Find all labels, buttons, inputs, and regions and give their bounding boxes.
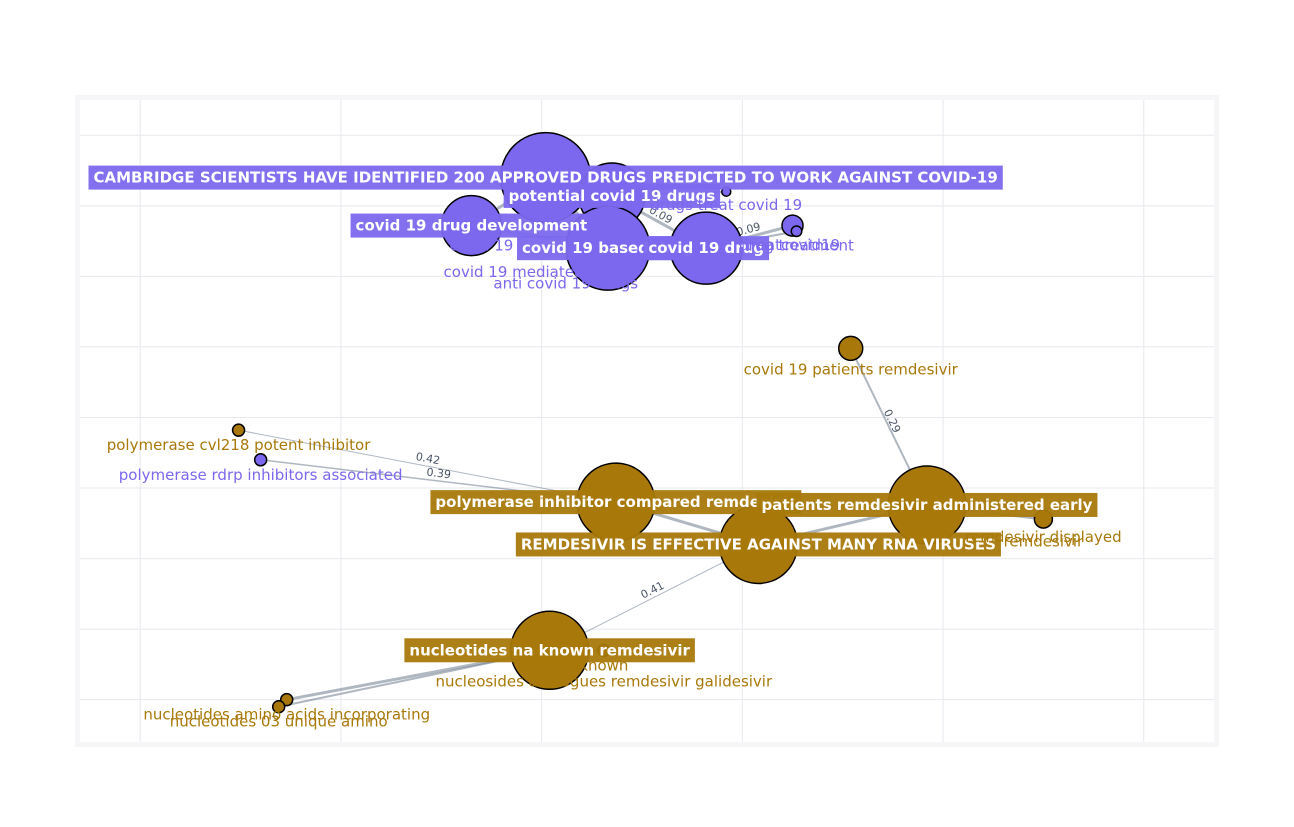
graph-node[interactable] [271, 699, 286, 714]
node-box-label: covid 19 drug [648, 239, 764, 257]
node-text-label: anti covid 19 drugs [493, 274, 638, 292]
node-label-background [515, 532, 1001, 557]
node-text-label: remdesivir displayed [965, 528, 1121, 546]
node-box-label: REMDESIVIR IS EFFECTIVE AGAINST MANY RNA… [521, 535, 996, 553]
edge-weight-label: 0.09 [735, 220, 762, 239]
node-box-label: polymerase inhibitor compared remdesivir [435, 493, 797, 511]
graph-node[interactable] [790, 225, 803, 238]
node-text-label: drugs treat covid 19 [650, 196, 802, 214]
node-label-background [350, 213, 593, 238]
graph-node[interactable] [231, 423, 246, 437]
node-label-background [503, 183, 721, 208]
node-text-label: covid 19 mediated [444, 263, 584, 281]
graph-node[interactable] [837, 335, 864, 362]
node-text-label: covid 19 patients remdesivir [744, 360, 959, 378]
node-label-background [643, 236, 770, 261]
node-label-background [430, 490, 802, 515]
node-text-label: covid 19 [449, 236, 513, 254]
node-label-background [756, 492, 1098, 517]
node-text-label: remdesivir [1004, 533, 1084, 551]
node-text-label: treatcovid19 [745, 236, 840, 254]
node-text-label: nucleotides amino acids incorporating [143, 706, 430, 724]
node-text-label: known [579, 656, 628, 674]
node-box-label: patients remdesivir administered early [762, 496, 1093, 514]
grid-layer [80, 100, 1214, 742]
node-text-label: nucleotides 03 unique amino [170, 713, 388, 731]
node-text-label: polymerase cvl218 potent inhibitor [107, 436, 372, 454]
node-label-background [404, 638, 695, 663]
node-text-label: drug treatment [739, 236, 854, 254]
graph-node[interactable] [253, 453, 268, 467]
node-text-label: nucleosides analogues remdesivir galides… [436, 672, 773, 690]
edge-weight-label: 0.42 [415, 450, 442, 467]
node-text-label: polymerase rdrp inhibitors associated [119, 466, 403, 484]
node-box-label: potential covid 19 drugs [509, 187, 716, 205]
node-box-label: nucleotides na known remdesivir [409, 641, 690, 659]
label-layer: CAMBRIDGE SCIENTISTS HAVE IDENTIFIED 200… [88, 165, 1122, 731]
node-box-label: covid 19 drug development [356, 217, 588, 235]
node-box-label: CAMBRIDGE SCIENTISTS HAVE IDENTIFIED 200… [94, 169, 998, 187]
edge-weight-label: 0.39 [426, 466, 452, 482]
